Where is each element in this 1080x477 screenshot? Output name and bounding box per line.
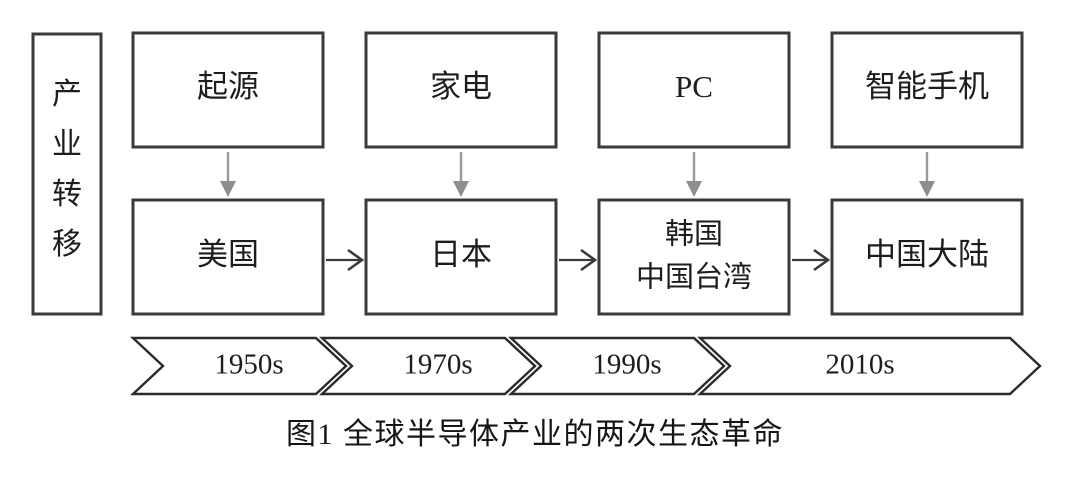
era-box-4[interactable]: 智能手机 bbox=[830, 31, 1024, 149]
arrow-down-icon bbox=[919, 181, 935, 197]
region-box-1-label: 美国 bbox=[197, 237, 259, 272]
region-box-3-rect[interactable] bbox=[597, 198, 791, 316]
region-box-3[interactable]: 韩国 中国台湾 bbox=[597, 198, 791, 316]
side-label-char-3: 转 bbox=[52, 178, 82, 211]
timeline-segment-2-label: 1970s bbox=[403, 349, 472, 381]
era-box-2-label: 家电 bbox=[430, 69, 492, 104]
era-box-4-rect[interactable] bbox=[830, 31, 1024, 149]
region-box-2-rect[interactable] bbox=[364, 198, 558, 316]
arrow-right-icon bbox=[580, 248, 598, 272]
side-label-char-2: 业 bbox=[52, 128, 82, 161]
vertical-arrow-1 bbox=[220, 152, 236, 197]
era-box-3[interactable]: PC bbox=[597, 31, 791, 149]
region-box-4[interactable]: 中国大陆 bbox=[830, 198, 1024, 316]
arrow-right-icon bbox=[347, 248, 365, 272]
era-box-2-rect[interactable] bbox=[364, 31, 558, 149]
region-box-3-label-line1: 韩国 bbox=[665, 218, 723, 251]
timeline-segment-1-label: 1950s bbox=[214, 349, 283, 381]
timeline-segment-1[interactable]: 1950s bbox=[129, 336, 348, 396]
vertical-arrow-3 bbox=[686, 152, 702, 197]
arrow-down-icon bbox=[686, 181, 702, 197]
arrow-down-icon bbox=[453, 181, 469, 197]
vertical-arrow-2 bbox=[453, 152, 469, 197]
arrow-right-icon bbox=[813, 248, 831, 272]
timeline-segment-3[interactable]: 1990s bbox=[507, 336, 726, 396]
timeline-segment-1-shape[interactable] bbox=[129, 336, 348, 396]
side-label-char-4: 移 bbox=[52, 228, 82, 261]
region-box-1-rect[interactable] bbox=[131, 198, 325, 316]
era-box-3-rect[interactable] bbox=[597, 31, 791, 149]
region-box-2[interactable]: 日本 bbox=[364, 198, 558, 316]
side-label-rect bbox=[31, 32, 103, 316]
era-box-2[interactable]: 家电 bbox=[364, 31, 558, 149]
side-label-box: 产 业 转 移 bbox=[31, 32, 103, 316]
figure-caption: 图1 全球半导体产业的两次生态革命 bbox=[286, 418, 784, 451]
horizontal-arrow-2 bbox=[559, 248, 598, 272]
timeline-segment-3-shape[interactable] bbox=[507, 336, 726, 396]
timeline-segment-2[interactable]: 1970s bbox=[318, 336, 537, 396]
region-box-2-label: 日本 bbox=[430, 237, 492, 272]
horizontal-arrow-3 bbox=[792, 248, 831, 272]
era-box-1-rect[interactable] bbox=[131, 31, 325, 149]
era-box-4-label: 智能手机 bbox=[865, 69, 989, 104]
timeline-segment-3-label: 1990s bbox=[592, 349, 661, 381]
region-box-4-rect[interactable] bbox=[830, 198, 1024, 316]
timeline-segment-4-label: 2010s bbox=[825, 349, 894, 381]
region-box-1[interactable]: 美国 bbox=[131, 198, 325, 316]
timeline-segment-2-shape[interactable] bbox=[318, 336, 537, 396]
era-box-1[interactable]: 起源 bbox=[131, 31, 325, 149]
era-box-1-label: 起源 bbox=[197, 69, 259, 104]
era-box-3-label: PC bbox=[675, 69, 713, 104]
region-box-3-label-line2: 中国台湾 bbox=[636, 261, 752, 294]
region-box-4-label: 中国大陆 bbox=[865, 237, 989, 272]
timeline-segment-4[interactable]: 2010s bbox=[696, 336, 1042, 396]
arrow-down-icon bbox=[220, 181, 236, 197]
vertical-arrow-4 bbox=[919, 152, 935, 197]
timeline-segment-4-shape[interactable] bbox=[696, 336, 1042, 396]
horizontal-arrow-1 bbox=[326, 248, 365, 272]
side-label-char-1: 产 bbox=[52, 78, 82, 111]
